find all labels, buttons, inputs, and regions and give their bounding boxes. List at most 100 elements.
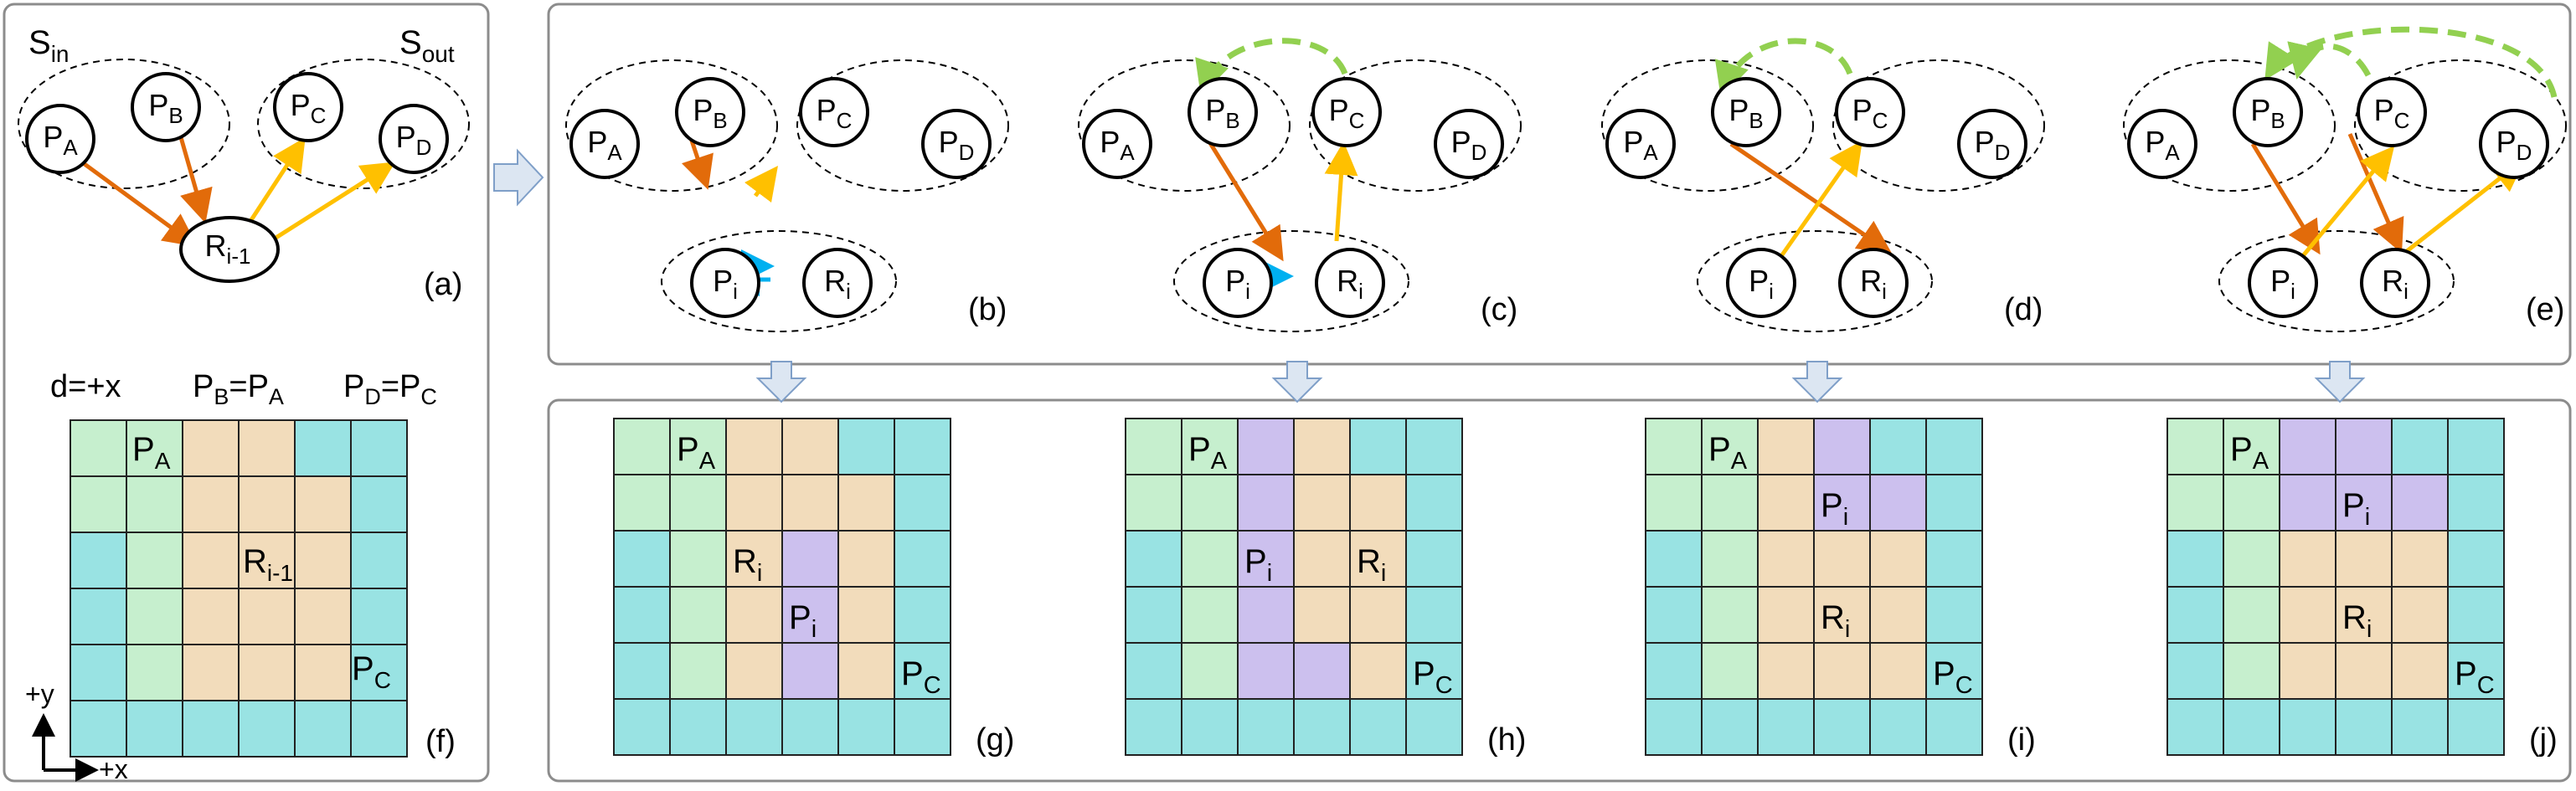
new-group: [661, 230, 897, 332]
grid-1-cell: [1125, 530, 1182, 588]
grid-label-pa: PA: [2230, 431, 2269, 475]
grid-3-cell: [2447, 698, 2505, 756]
grid-1-cell: [1349, 642, 1407, 700]
panel-top-right: [547, 3, 2572, 366]
grid-3-cell: [2223, 698, 2280, 756]
s-in-label: Sin: [28, 24, 69, 67]
node-ri-label: Ri: [2382, 264, 2409, 304]
grid-1-cell: [1293, 642, 1351, 700]
grid-1-cell: [1349, 530, 1407, 588]
grid-1-cell: [1181, 586, 1239, 644]
grid-2-cell: [1701, 642, 1759, 700]
grid-1-cell: [1349, 586, 1407, 644]
grid-f-cell: [182, 700, 240, 758]
grid-f-cell: [350, 532, 408, 589]
grid-3-cell: [2279, 698, 2336, 756]
grid-f-cell: [294, 588, 352, 645]
node-ri: [1838, 248, 1909, 318]
edge-r-pd: [266, 162, 396, 245]
s-out-label: Sout: [399, 24, 455, 67]
header-direction: d=+x: [50, 369, 121, 404]
node-pa-label: PA: [1623, 125, 1658, 165]
s-in-group: [18, 59, 230, 189]
grid-2-cell: [1925, 642, 1983, 700]
node-pa: [2127, 109, 2197, 179]
axis-y-label: +y: [25, 679, 54, 709]
grid-1-cell: [1237, 474, 1295, 532]
block-arrow-down-g: [755, 361, 807, 403]
grid-f-cell: [126, 644, 183, 701]
block-arrow-right: [493, 148, 544, 207]
panel-tag: (i): [2007, 722, 2036, 758]
s-in-group: [1601, 59, 1814, 192]
grid-0-cell: [781, 586, 839, 644]
node-pd: [921, 109, 992, 179]
grid-0-cell: [894, 642, 951, 700]
grid-1-cell: [1125, 698, 1182, 756]
node-ri-label: Ri: [1337, 264, 1363, 304]
node-pc-label: PC: [1852, 93, 1888, 133]
s-out-group: [1832, 59, 2045, 192]
s-in-group: [1078, 59, 1291, 192]
grid-0-cell: [894, 418, 951, 475]
s-in-group: [2123, 59, 2336, 192]
grid-0-cell: [725, 642, 783, 700]
grid-label-pa: PA: [677, 431, 716, 475]
node-pb: [1711, 77, 1781, 147]
grid-f-cell: [182, 532, 240, 589]
panel-a-tag: (a): [424, 267, 462, 302]
grid-f-cell: [238, 700, 296, 758]
grid-label-pi: Pi: [2342, 487, 2370, 531]
grid-1-cell: [1405, 642, 1463, 700]
node-pi: [1203, 248, 1273, 318]
grid-0-cell: [781, 530, 839, 588]
grid-0-cell: [669, 530, 727, 588]
grid-f-cell: [350, 419, 408, 477]
grid-label-pc: PC: [1413, 655, 1453, 699]
node-pc-label: PC: [2374, 93, 2410, 133]
edge-0: [681, 135, 714, 190]
grid-0-cell: [613, 586, 671, 644]
node-ri-label: Ri: [824, 264, 851, 304]
grid-3-cell: [2166, 530, 2224, 588]
grid-f-cell: [294, 644, 352, 701]
grid-2-cell: [1925, 530, 1983, 588]
grid-1-cell: [1349, 698, 1407, 756]
header-pd-eq-pc: PD=PC: [343, 369, 437, 409]
grid-0-cell: [781, 474, 839, 532]
edge-green-3: [1195, 38, 1348, 96]
node-pc-label: PC: [817, 93, 853, 133]
grid-1-cell: [1181, 698, 1239, 756]
grid-3-cell: [2166, 418, 2224, 475]
axis-x-label: +x: [99, 754, 128, 784]
grid-2-cell: [1645, 530, 1703, 588]
grid-3-cell: [2223, 586, 2280, 644]
grid-0-cell: [613, 530, 671, 588]
node-ri-label: Ri: [1860, 264, 1887, 304]
grid-0-cell: [781, 698, 839, 756]
grid-2-cell: [1757, 418, 1815, 475]
grid-0-cell: [894, 586, 951, 644]
grid-label-pi: Pi: [1244, 543, 1272, 587]
node-pc: [799, 77, 869, 147]
grid-f-label-r: Ri-1: [243, 543, 293, 586]
node-pc: [1835, 77, 1905, 147]
edge-green-5: [2287, 41, 2372, 80]
panel-left: [3, 3, 490, 783]
grid-3-cell: [2223, 418, 2280, 475]
grid-f-cell: [126, 588, 183, 645]
node-pb-label: PB: [1728, 93, 1763, 133]
grid-label-pc: PC: [2455, 655, 2495, 699]
grid-2-cell: [1869, 474, 1927, 532]
grid-1-cell: [1181, 474, 1239, 532]
edge-0: [1205, 137, 1284, 262]
grid-2-cell: [1813, 530, 1871, 588]
grid-1-cell: [1405, 474, 1463, 532]
panel-tag: (h): [1487, 722, 1526, 758]
grid-2-cell: [1645, 474, 1703, 532]
